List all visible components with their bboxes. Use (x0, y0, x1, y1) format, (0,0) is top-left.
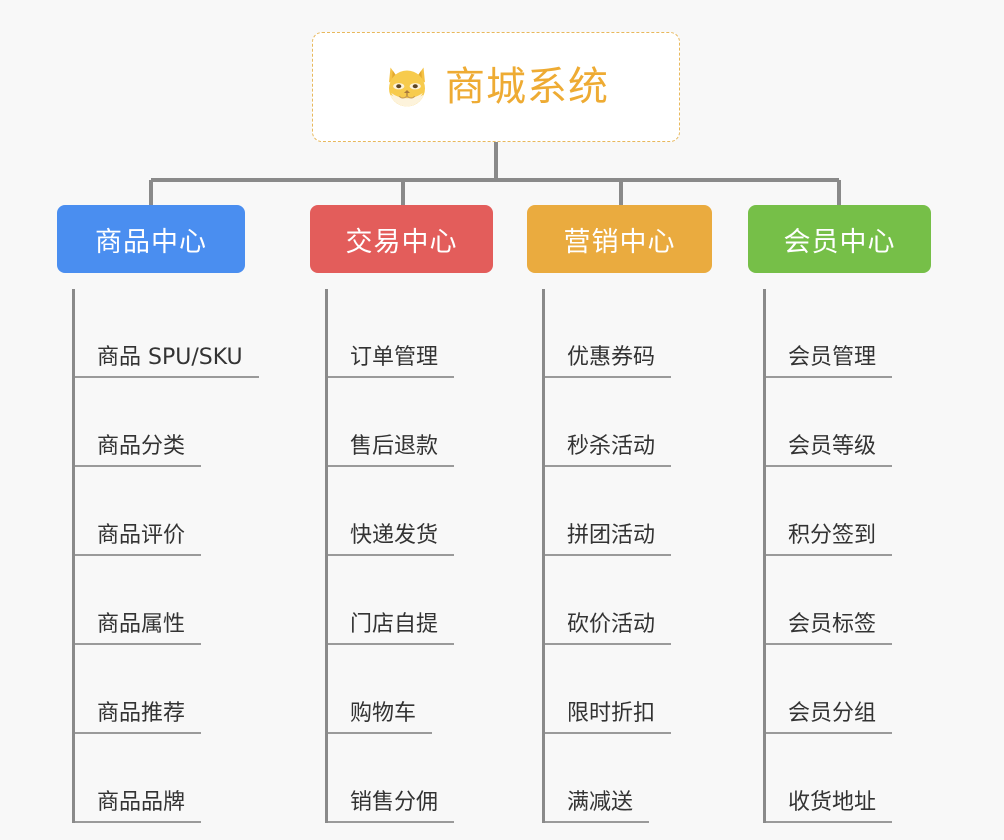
leaf-label: 购物车 (328, 701, 433, 734)
leaf-stack-2: 订单管理售后退款快递发货门店自提购物车销售分佣 (325, 289, 493, 823)
leaf-item[interactable]: 销售分佣 (328, 734, 493, 823)
branch-column-1: 商品中心商品 SPU/SKU 商品分类商品评价商品属性商品推荐商品品牌 (57, 205, 259, 823)
leaf-label: 积分签到 (766, 523, 893, 556)
leaf-item[interactable]: 限时折扣 (545, 645, 712, 734)
leaf-item[interactable]: 满减送 (545, 734, 712, 823)
leaf-label: 会员管理 (766, 345, 893, 378)
branch-header-1[interactable]: 商品中心 (57, 205, 245, 273)
branch-header-4[interactable]: 会员中心 (748, 205, 931, 273)
leaf-item[interactable]: 售后退款 (328, 378, 493, 467)
leaf-label: 收货地址 (766, 790, 893, 823)
leaf-item[interactable]: 商品分类 (75, 378, 259, 467)
shiba-dog-icon (389, 67, 425, 107)
leaf-label: 商品推荐 (75, 701, 202, 734)
leaf-item[interactable]: 会员管理 (766, 289, 931, 378)
leaf-label: 会员标签 (766, 612, 893, 645)
branch-header-3[interactable]: 营销中心 (527, 205, 712, 273)
leaf-label: 商品分类 (75, 434, 202, 467)
leaf-label: 商品评价 (75, 523, 202, 556)
leaf-item[interactable]: 购物车 (328, 645, 493, 734)
leaf-item[interactable]: 商品推荐 (75, 645, 259, 734)
leaf-label: 优惠券码 (545, 345, 672, 378)
leaf-item[interactable]: 会员分组 (766, 645, 931, 734)
leaf-label: 商品 SPU/SKU (75, 345, 259, 378)
leaf-item[interactable]: 会员标签 (766, 556, 931, 645)
leaf-stack-4: 会员管理会员等级积分签到会员标签会员分组收货地址 (763, 289, 931, 823)
leaf-label: 会员分组 (766, 701, 893, 734)
leaf-item[interactable]: 门店自提 (328, 556, 493, 645)
leaf-item[interactable]: 商品品牌 (75, 734, 259, 823)
leaf-item[interactable]: 积分签到 (766, 467, 931, 556)
root-title: 商城系统 (445, 64, 609, 110)
leaf-item[interactable]: 订单管理 (328, 289, 493, 378)
leaf-label: 拼团活动 (545, 523, 672, 556)
leaf-item[interactable]: 拼团活动 (545, 467, 712, 556)
leaf-label: 订单管理 (328, 345, 455, 378)
leaf-label: 限时折扣 (545, 701, 672, 734)
leaf-item[interactable]: 商品 SPU/SKU (75, 289, 259, 378)
leaf-label: 满减送 (545, 790, 650, 823)
branch-column-3: 营销中心优惠券码秒杀活动拼团活动砍价活动限时折扣满减送 (527, 205, 712, 823)
leaf-label: 会员等级 (766, 434, 893, 467)
leaf-item[interactable]: 优惠券码 (545, 289, 712, 378)
root-node[interactable]: 商城系统 (312, 32, 680, 142)
leaf-item[interactable]: 商品属性 (75, 556, 259, 645)
branch-column-2: 交易中心订单管理售后退款快递发货门店自提购物车销售分佣 (310, 205, 493, 823)
leaf-label: 商品品牌 (75, 790, 202, 823)
leaf-item[interactable]: 秒杀活动 (545, 378, 712, 467)
leaf-item[interactable]: 会员等级 (766, 378, 931, 467)
leaf-label: 门店自提 (328, 612, 455, 645)
leaf-label: 砍价活动 (545, 612, 672, 645)
leaf-item[interactable]: 商品评价 (75, 467, 259, 556)
leaf-label: 秒杀活动 (545, 434, 672, 467)
leaf-item[interactable]: 收货地址 (766, 734, 931, 823)
leaf-item[interactable]: 砍价活动 (545, 556, 712, 645)
branch-column-4: 会员中心会员管理会员等级积分签到会员标签会员分组收货地址 (748, 205, 931, 823)
leaf-label: 售后退款 (328, 434, 455, 467)
leaf-stack-1: 商品 SPU/SKU 商品分类商品评价商品属性商品推荐商品品牌 (72, 289, 259, 823)
leaf-label: 商品属性 (75, 612, 202, 645)
leaf-item[interactable]: 快递发货 (328, 467, 493, 556)
leaf-label: 快递发货 (328, 523, 455, 556)
branch-header-2[interactable]: 交易中心 (310, 205, 493, 273)
leaf-stack-3: 优惠券码秒杀活动拼团活动砍价活动限时折扣满减送 (542, 289, 712, 823)
leaf-label: 销售分佣 (328, 790, 455, 823)
